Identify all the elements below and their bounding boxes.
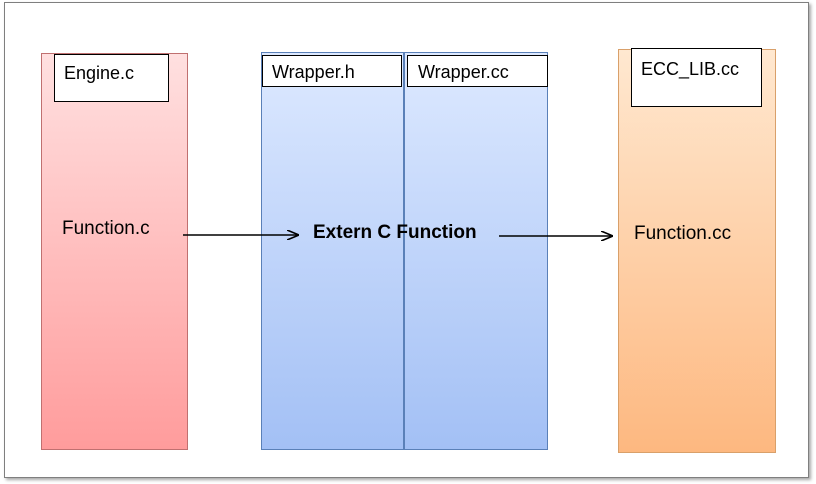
wrapper-h-title-box: Wrapper.h [262, 55, 402, 87]
ecc-lib-title-box: ECC_LIB.cc [631, 48, 762, 107]
function-c-label: Function.c [62, 218, 150, 239]
engine-title-box: Engine.c [54, 54, 169, 102]
extern-c-function-label: Extern C Function [313, 222, 477, 243]
wrapper-h-column [261, 52, 404, 450]
ecc-lib-column [618, 49, 776, 453]
wrapper-cc-title-box: Wrapper.cc [407, 55, 548, 87]
function-cc-label: Function.cc [634, 223, 732, 244]
engine-column [41, 53, 188, 450]
wrapper-cc-column [404, 52, 548, 450]
